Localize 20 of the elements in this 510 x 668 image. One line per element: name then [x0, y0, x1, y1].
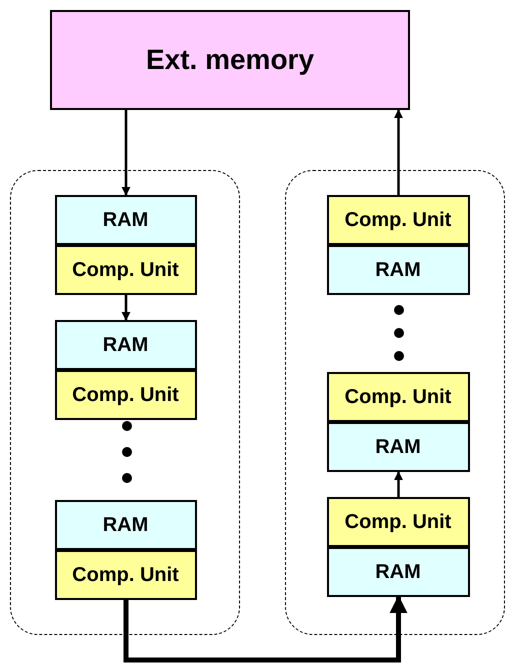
- dashed-group: [10, 170, 240, 635]
- ram-box: RAM: [54, 500, 196, 550]
- arrow: [394, 109, 403, 195]
- compute-unit-box: Comp. Unit: [54, 550, 196, 600]
- dashed-group: [285, 170, 505, 635]
- ram-box: RAM: [326, 546, 470, 596]
- memory-box: Ext. memory: [50, 10, 410, 110]
- arrow: [124, 595, 408, 662]
- ram-box: RAM: [326, 244, 470, 294]
- compute-unit-box: Comp. Unit: [326, 496, 470, 546]
- compute-unit-box: Comp. Unit: [54, 244, 196, 294]
- ram-box: RAM: [54, 320, 196, 370]
- ram-box: RAM: [54, 194, 196, 244]
- arrow: [394, 471, 403, 497]
- compute-unit-box: Comp. Unit: [54, 370, 196, 420]
- ram-box: RAM: [326, 422, 470, 472]
- arrow: [122, 295, 130, 321]
- compute-unit-box: Comp. Unit: [326, 194, 470, 244]
- arrow: [122, 110, 130, 196]
- compute-unit-box: Comp. Unit: [326, 372, 470, 422]
